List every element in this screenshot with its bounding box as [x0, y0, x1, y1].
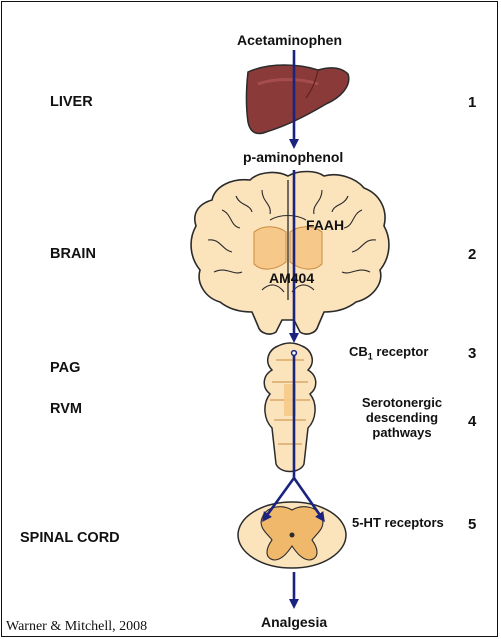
5ht-receptors-label: 5-HT receptors	[352, 516, 444, 531]
step-number-5: 5	[468, 516, 476, 533]
region-liver-label: LIVER	[50, 94, 93, 111]
serotonergic-pathways-label: Serotonergic descending pathways	[354, 396, 450, 441]
step-number-4: 4	[468, 413, 476, 430]
brainstem-illustration	[264, 343, 316, 472]
faah-label: FAAH	[306, 217, 344, 233]
region-rvm-label: RVM	[50, 401, 82, 418]
analgesia-label: Analgesia	[261, 614, 327, 630]
citation: Warner & Mitchell, 2008	[6, 619, 147, 635]
step-number-3: 3	[468, 345, 476, 362]
region-spinal-cord-label: SPINAL CORD	[20, 530, 120, 547]
region-pag-label: PAG	[50, 360, 80, 377]
am404-label: AM404	[269, 270, 314, 286]
p-aminophenol-label: p-aminophenol	[243, 149, 343, 165]
step-number-2: 2	[468, 246, 476, 263]
brain-illustration	[191, 172, 389, 335]
step-number-1: 1	[468, 94, 476, 111]
region-brain-label: BRAIN	[50, 246, 96, 263]
acetaminophen-label: Acetaminophen	[237, 32, 342, 48]
cb1-receptor-label: CB1 receptor	[349, 345, 428, 362]
liver-illustration	[247, 65, 349, 134]
spinal-cord-illustration	[238, 502, 346, 568]
